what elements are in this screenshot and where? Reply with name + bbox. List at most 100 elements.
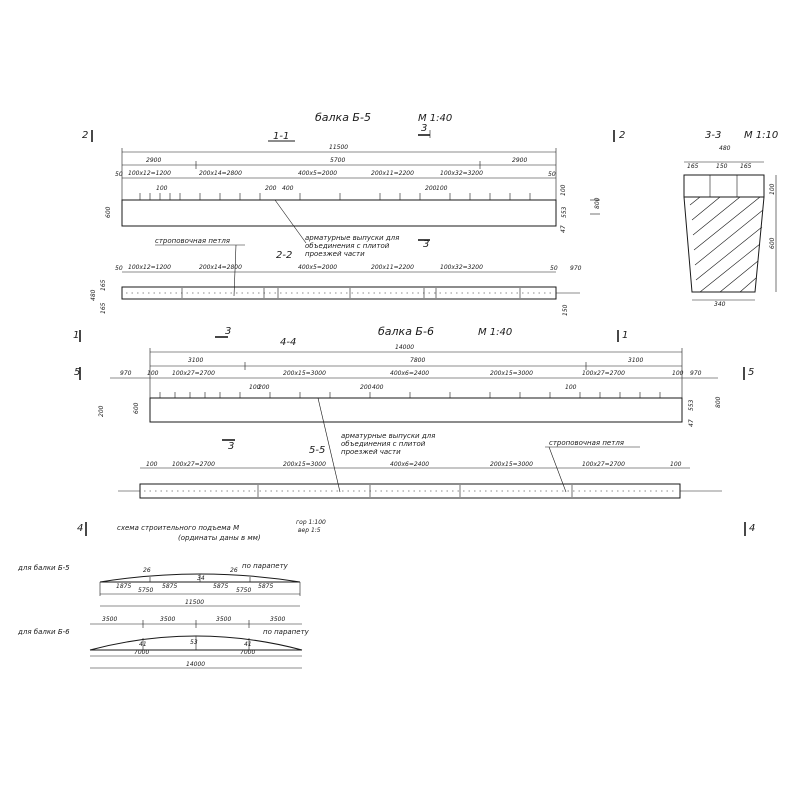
svg-text:по парапету: по парапету xyxy=(263,628,310,636)
svg-text:2900: 2900 xyxy=(512,157,527,164)
svg-text:150: 150 xyxy=(716,163,728,170)
svg-text:3500: 3500 xyxy=(102,616,117,623)
svg-text:100х27=2700: 100х27=2700 xyxy=(582,461,625,468)
svg-text:47: 47 xyxy=(560,225,567,233)
svg-text:100х12=1200: 100х12=1200 xyxy=(128,170,171,177)
section-mark-1: 1 1 xyxy=(73,330,628,342)
svg-text:объединения с плитой: объединения с плитой xyxy=(341,440,426,448)
svg-text:53: 53 xyxy=(190,639,198,646)
svg-text:200: 200 xyxy=(360,384,372,391)
svg-text:100х27=2700: 100х27=2700 xyxy=(582,370,625,377)
svg-text:5875: 5875 xyxy=(258,583,273,590)
beam-b5-scale: М 1:40 xyxy=(418,113,452,124)
svg-text:проезжей части: проезжей части xyxy=(341,448,401,456)
svg-text:3500: 3500 xyxy=(216,616,231,623)
section-4-4-label: 4-4 xyxy=(280,337,296,348)
svg-text:100: 100 xyxy=(565,384,577,391)
svg-text:5700: 5700 xyxy=(330,157,345,164)
svg-text:970: 970 xyxy=(570,265,582,272)
svg-text:50: 50 xyxy=(550,265,558,272)
svg-text:11500: 11500 xyxy=(185,599,204,606)
svg-text:по парапету: по парапету xyxy=(242,562,289,570)
svg-text:165: 165 xyxy=(740,163,752,170)
svg-text:для балки Б-6: для балки Б-6 xyxy=(17,628,70,636)
svg-text:для балки Б-5: для балки Б-5 xyxy=(17,564,70,572)
svg-text:схема строительного подъема М: схема строительного подъема М xyxy=(117,524,239,532)
beam-b6-plan: 100 100х27=2700 200х15=3000 400х6=2400 2… xyxy=(118,461,722,499)
svg-text:150: 150 xyxy=(562,304,569,316)
svg-text:3500: 3500 xyxy=(270,616,285,623)
svg-text:7000: 7000 xyxy=(134,649,149,656)
svg-text:200х14=2800: 200х14=2800 xyxy=(199,264,242,271)
svg-text:5: 5 xyxy=(74,367,80,378)
section-mark-3-b6: 3 3 xyxy=(215,326,235,452)
svg-text:14000: 14000 xyxy=(395,344,414,351)
camber-scheme-title: схема строительного подъема М гор 1:100 … xyxy=(117,519,326,542)
svg-text:400х6=2400: 400х6=2400 xyxy=(390,370,429,377)
svg-text:200: 200 xyxy=(265,185,277,192)
svg-text:3: 3 xyxy=(421,123,427,134)
svg-text:4: 4 xyxy=(749,523,755,534)
svg-text:400х5=2000: 400х5=2000 xyxy=(298,170,337,177)
svg-text:41: 41 xyxy=(244,641,252,648)
svg-text:100: 100 xyxy=(146,461,158,468)
svg-text:200х15=3000: 200х15=3000 xyxy=(490,370,533,377)
svg-text:7000: 7000 xyxy=(240,649,255,656)
camber-b6: для балки Б-6 3500 3500 3500 3500 41 53 … xyxy=(17,616,310,669)
svg-text:объединения с плитой: объединения с плитой xyxy=(305,242,390,250)
section-2-2-label: 2-2 xyxy=(276,250,292,261)
svg-text:3100: 3100 xyxy=(188,357,203,364)
svg-text:гор 1:100: гор 1:100 xyxy=(296,519,326,526)
svg-text:2900: 2900 xyxy=(146,157,161,164)
svg-text:480: 480 xyxy=(90,289,97,301)
svg-text:50: 50 xyxy=(115,171,123,178)
beam-b5-elevation: 11500 2900 5700 2900 50 100х12=1200 200х… xyxy=(105,144,601,233)
svg-text:480: 480 xyxy=(719,145,731,152)
svg-text:1: 1 xyxy=(73,330,79,341)
lifting-loop-note-b5: строповочная петля xyxy=(155,237,230,245)
svg-text:970: 970 xyxy=(120,370,132,377)
svg-text:970: 970 xyxy=(690,370,702,377)
svg-text:165: 165 xyxy=(100,279,107,291)
svg-text:400: 400 xyxy=(282,185,294,192)
svg-text:200х11=2200: 200х11=2200 xyxy=(371,264,414,271)
svg-text:400х6=2400: 400х6=2400 xyxy=(390,461,429,468)
svg-text:5750: 5750 xyxy=(138,587,153,594)
svg-text:200х15=3000: 200х15=3000 xyxy=(283,370,326,377)
svg-text:400: 400 xyxy=(372,384,384,391)
svg-text:(ординаты даны в мм): (ординаты даны в мм) xyxy=(178,534,261,542)
svg-text:3: 3 xyxy=(228,441,234,452)
svg-text:200: 200 xyxy=(98,405,105,417)
section-mark-2-right: 2 xyxy=(613,130,625,142)
svg-text:100: 100 xyxy=(436,185,448,192)
svg-text:200: 200 xyxy=(425,185,437,192)
svg-text:400х5=2000: 400х5=2000 xyxy=(298,264,337,271)
svg-text:100: 100 xyxy=(670,461,682,468)
svg-text:2: 2 xyxy=(619,130,625,141)
svg-text:800: 800 xyxy=(715,396,722,408)
svg-text:41: 41 xyxy=(139,641,147,648)
section-mark-3-bottom: 3 xyxy=(418,239,430,250)
svg-text:3100: 3100 xyxy=(628,357,643,364)
section-mark-5: 5 5 xyxy=(74,367,754,380)
svg-text:600: 600 xyxy=(769,237,776,249)
svg-text:50: 50 xyxy=(548,171,556,178)
svg-text:800: 800 xyxy=(594,197,601,209)
svg-text:100х27=2700: 100х27=2700 xyxy=(172,461,215,468)
svg-text:4: 4 xyxy=(77,523,83,534)
svg-text:2: 2 xyxy=(82,130,88,141)
svg-text:200: 200 xyxy=(258,384,270,391)
svg-text:100: 100 xyxy=(249,384,261,391)
section-mark-2-left: 2 xyxy=(82,130,93,142)
dim-total: 11500 xyxy=(329,144,348,151)
rebar-outlets-note-b6: арматурные выпуски для объединения с пли… xyxy=(317,397,435,493)
svg-text:34: 34 xyxy=(197,575,205,582)
svg-text:3-3: 3-3 xyxy=(705,130,721,141)
svg-text:100: 100 xyxy=(560,184,567,196)
svg-text:340: 340 xyxy=(714,301,726,308)
beam-b6-title: балка Б-6 xyxy=(378,325,434,338)
svg-text:5750: 5750 xyxy=(236,587,251,594)
svg-text:553: 553 xyxy=(561,206,568,218)
svg-text:100: 100 xyxy=(156,185,168,192)
